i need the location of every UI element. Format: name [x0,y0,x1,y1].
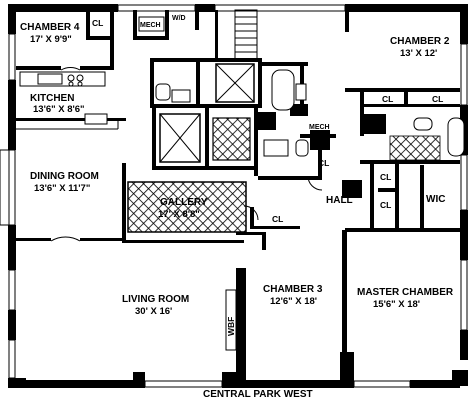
room-name-kitchen: KITCHEN [30,93,74,104]
doors [50,66,323,242]
label-mech-core: MECH [309,124,330,131]
label-cl-core: CL [318,158,329,168]
room-dims-kitchen: 13'6" X 8'6" [33,104,85,115]
label-wic: WIC [426,194,445,205]
room-dims-living: 30' X 16' [135,306,172,317]
room-name-gallery: GALLERY [160,197,208,208]
gallery-floor [127,181,247,233]
room-name-chamber-3: CHAMBER 3 [263,284,323,295]
label-cl-chamber-2-right: CL [432,94,443,104]
label-mech-top: MECH [140,22,161,29]
room-name-living: LIVING ROOM [122,294,189,305]
label-cl-master-bottom: CL [380,200,391,210]
interior-walls [16,10,460,380]
label-cl-master-top: CL [380,172,391,182]
room-dims-chamber-3: 12'6" X 18' [270,296,317,307]
kitchen-fixtures [16,71,119,130]
room-dims-gallery: 17' X 8'8" [158,209,200,220]
label-cl-chamber-2-left: CL [382,94,393,104]
street-label: CENTRAL PARK WEST [203,389,313,400]
room-name-master: MASTER CHAMBER [357,287,454,298]
label-wbf: WBF [226,317,236,336]
label-wd: W/D [172,15,186,22]
room-name-chamber-4: CHAMBER 4 [20,22,80,33]
room-name-dining: DINING ROOM [30,171,99,182]
bath-fixtures [155,69,465,161]
room-dims-chamber-4: 17' X 9'9" [30,34,72,45]
label-cl-hall: CL [272,214,283,224]
room-name-chamber-2: CHAMBER 2 [390,36,450,47]
room-dims-dining: 13'6" X 11'7" [34,183,90,194]
stair [234,9,258,61]
windows [0,4,468,388]
elevator-shafts [159,63,255,163]
label-hall: HALL [326,195,353,206]
room-dims-chamber-2: 13' X 12' [400,48,437,59]
room-dims-master: 15'6" X 18' [373,299,420,310]
label-cl-chamber-4: CL [92,18,103,28]
